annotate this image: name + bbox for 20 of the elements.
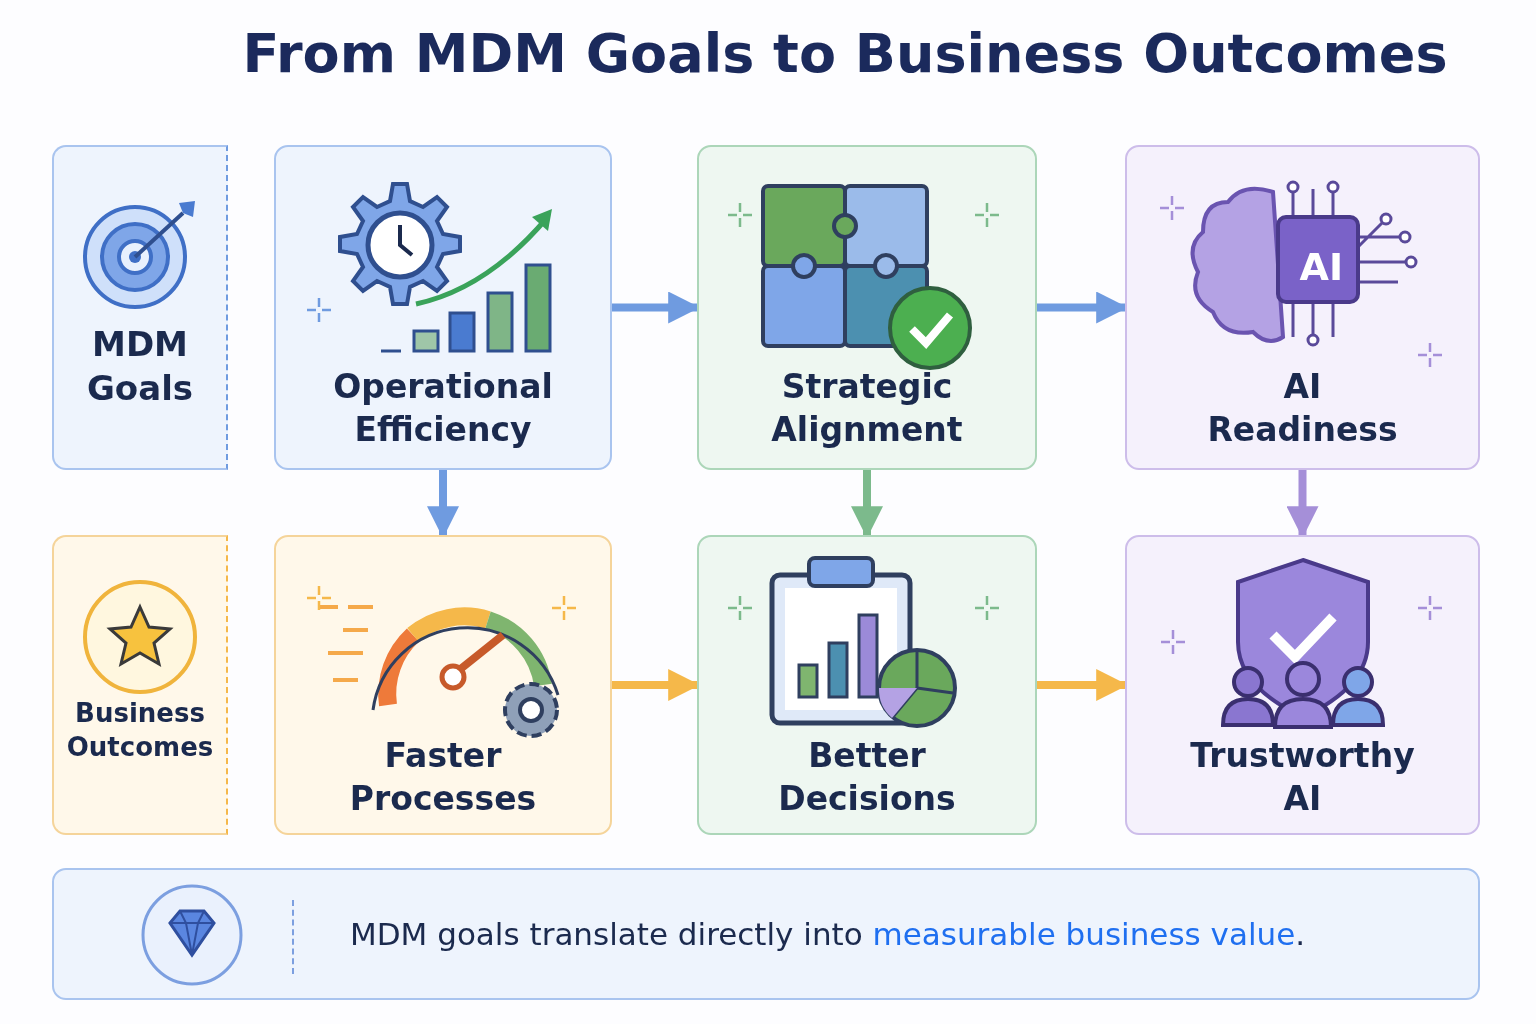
outcome-card: [1125, 535, 1480, 835]
card-title: Operational Efficiency: [332, 366, 554, 452]
card-title: Trustworthy AI: [1189, 735, 1416, 821]
outcome-card: [52, 145, 228, 470]
title: From MDM Goals to Business Outcomes: [241, 22, 1449, 85]
summary-banner: [52, 868, 1480, 1000]
card-title: Faster Processes: [348, 735, 538, 821]
outcome-card: [697, 145, 1037, 470]
outcome-card: [1125, 145, 1480, 470]
outcome-card: [274, 145, 612, 470]
card-title: Strategic Alignment: [770, 366, 964, 452]
card-title: Better Decisions: [777, 735, 957, 821]
outcome-card: [52, 535, 228, 835]
summary-text: MDM goals translate directly into measurable business value.: [350, 916, 1306, 952]
card-title: AI Readiness: [1206, 366, 1399, 452]
card-title: MDM Goals: [85, 322, 195, 410]
outcome-card: [274, 535, 612, 835]
chip-label: AI: [1299, 248, 1344, 286]
card-title: Business Outcomes: [65, 697, 215, 765]
outcome-card: [697, 535, 1037, 835]
